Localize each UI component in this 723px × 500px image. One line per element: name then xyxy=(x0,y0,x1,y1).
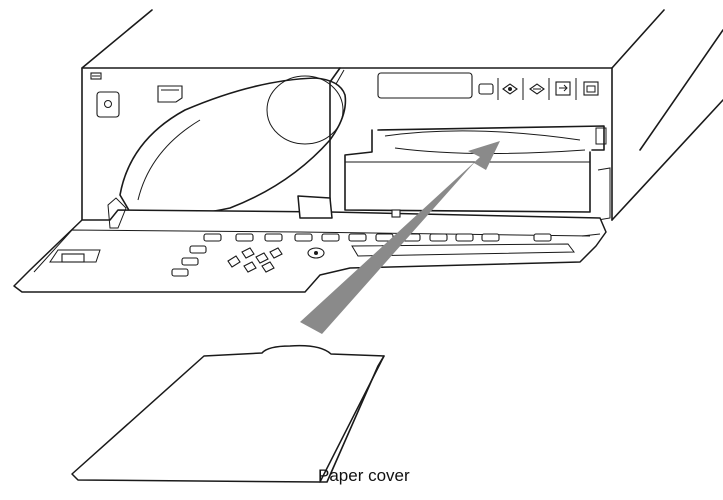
arrow-pad[interactable] xyxy=(227,247,283,273)
slot-button[interactable] xyxy=(157,85,183,103)
paper-bay xyxy=(344,125,611,221)
front-panel xyxy=(13,195,607,293)
menu-button[interactable] xyxy=(583,81,599,96)
paper-cover-label: Paper cover xyxy=(318,466,410,485)
control-buttons xyxy=(478,78,599,100)
panel-buttons xyxy=(171,233,552,277)
display-window xyxy=(377,72,473,99)
printer-housing xyxy=(81,9,723,259)
feed-icon[interactable] xyxy=(502,83,518,95)
power-icon xyxy=(104,100,112,108)
ribbon-compartment xyxy=(119,75,347,216)
paper-cover xyxy=(71,344,385,483)
panel-latch[interactable] xyxy=(297,195,333,219)
memory-icon[interactable] xyxy=(529,83,545,95)
print-button[interactable] xyxy=(478,83,494,95)
insert-arrow xyxy=(300,141,500,334)
power-button[interactable] xyxy=(96,91,120,118)
